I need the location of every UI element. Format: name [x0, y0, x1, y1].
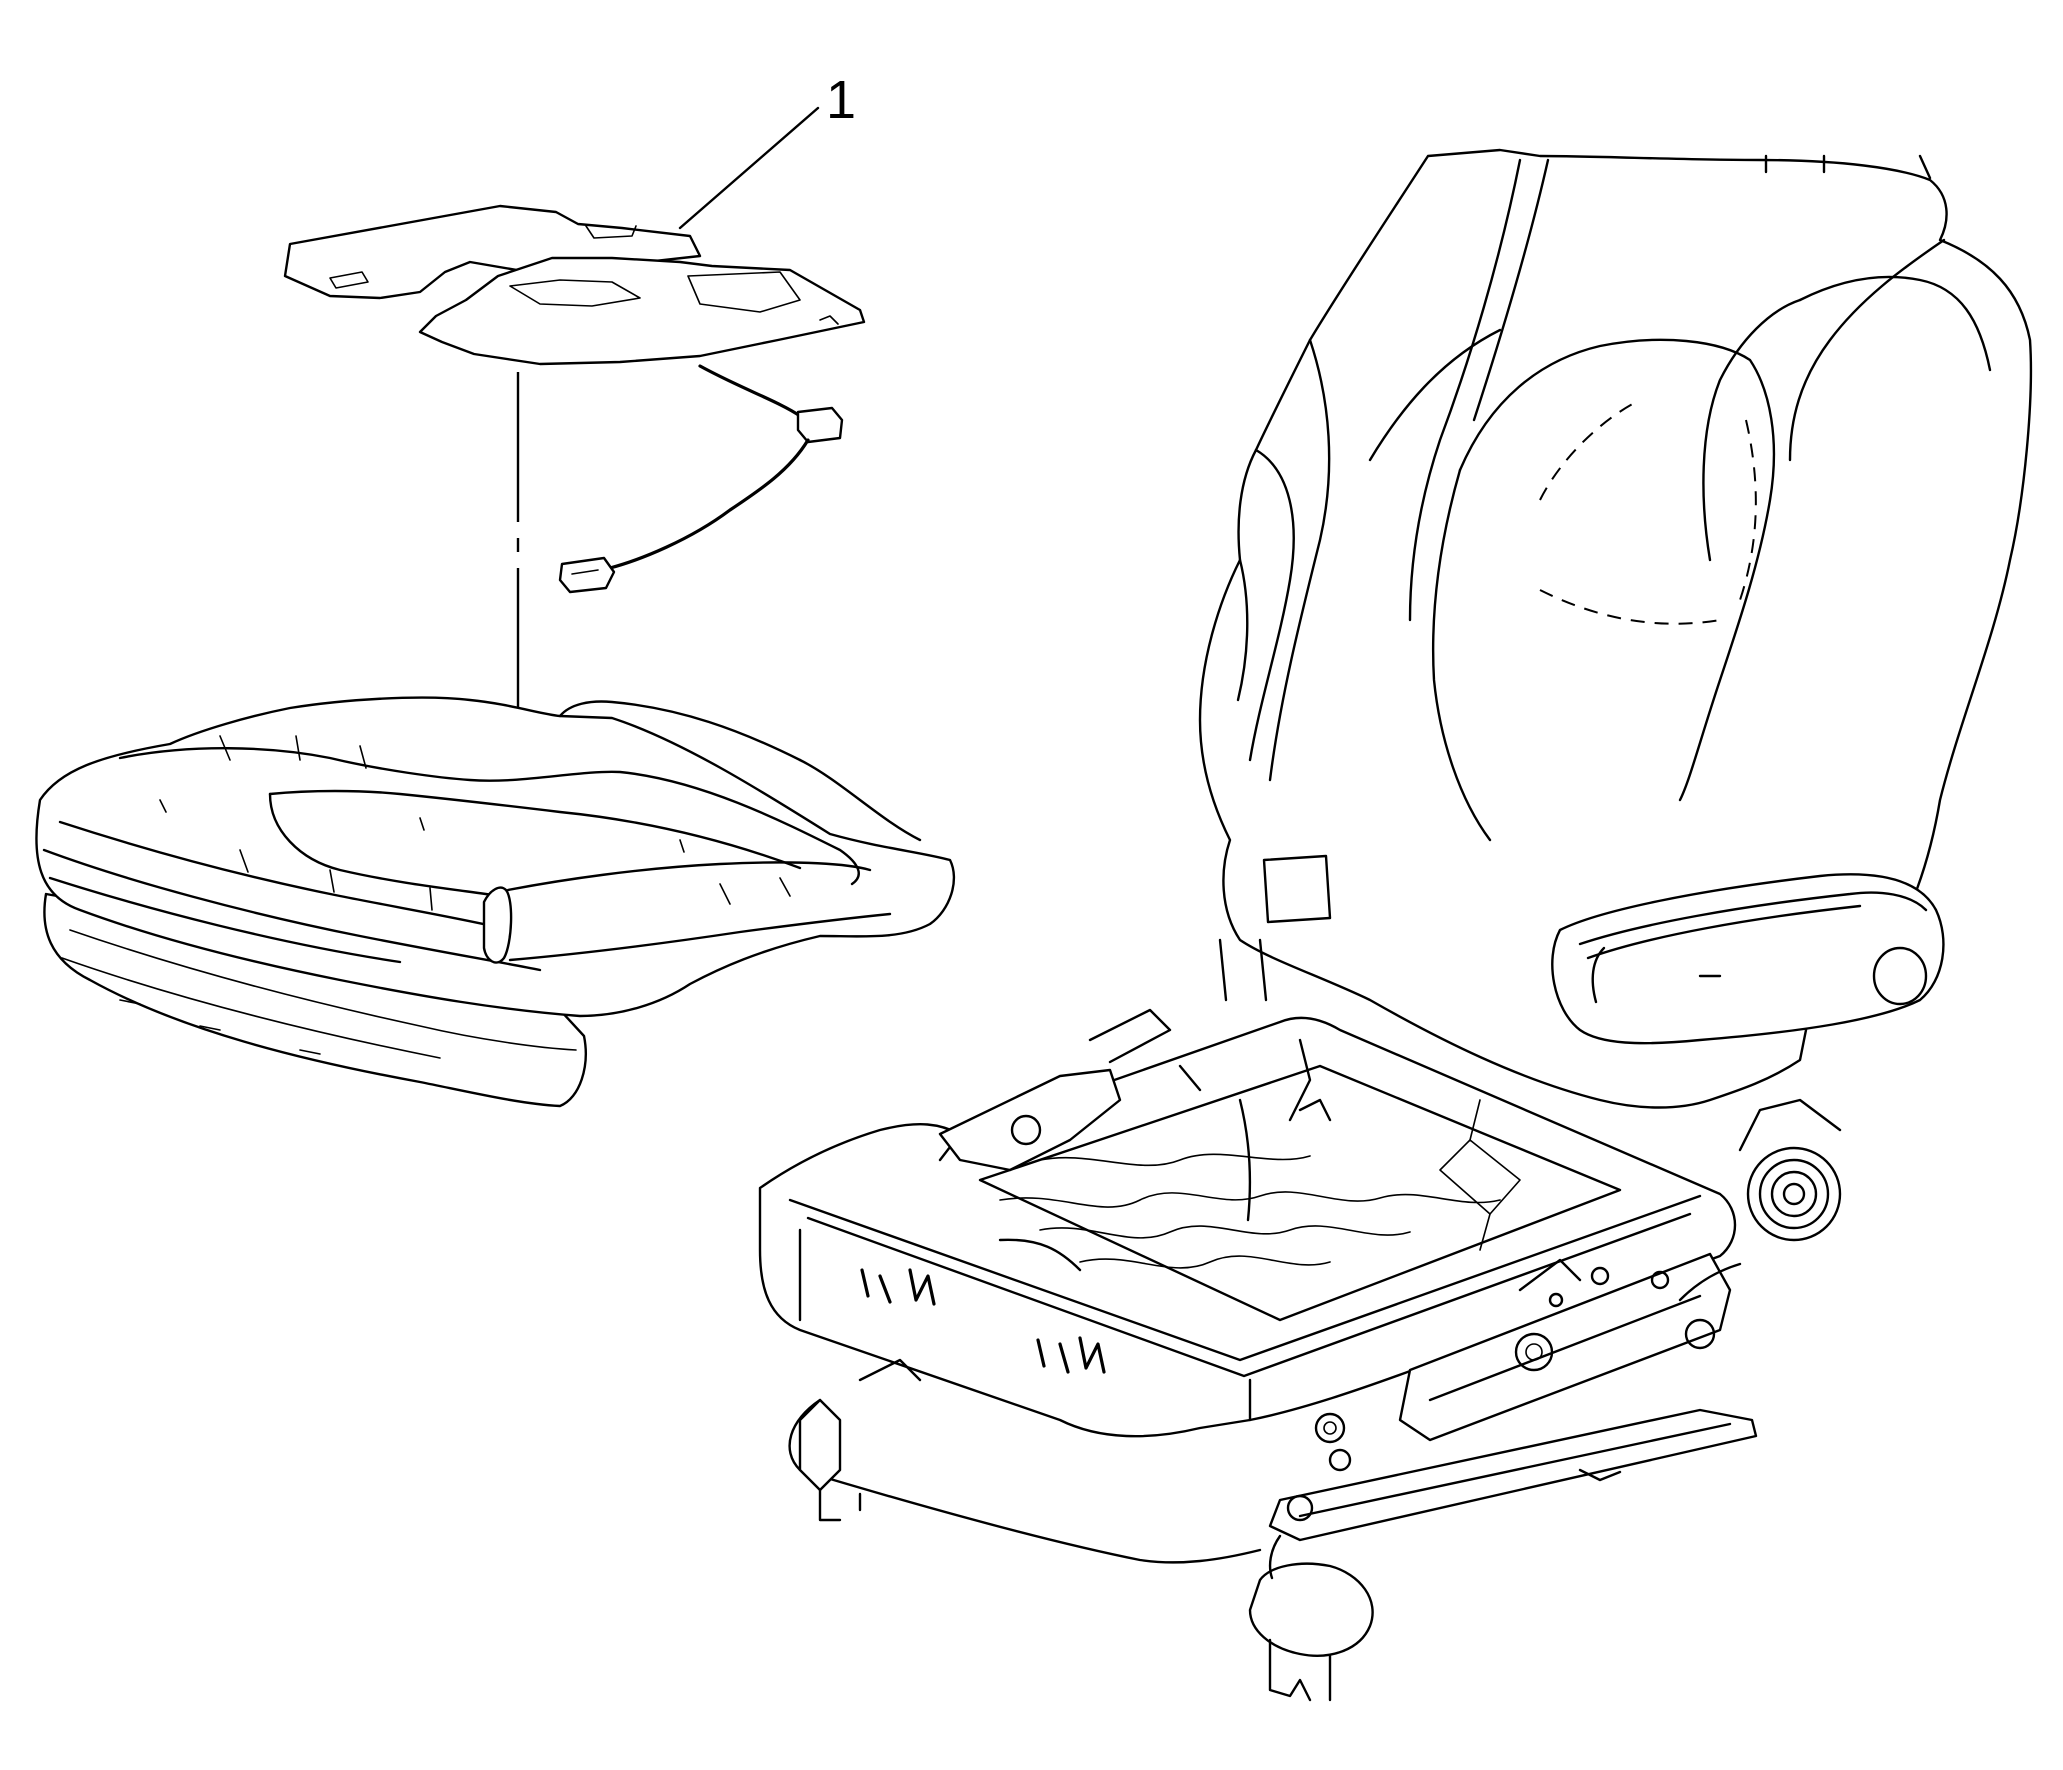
- armrest-pivot-cap: [1872, 946, 1928, 1006]
- seat-cushion: [35, 696, 956, 1108]
- sensor-mat: [283, 204, 866, 594]
- armrest: [1551, 873, 1945, 1045]
- seatback-tag: [1262, 854, 1332, 924]
- harness-connector-upper: [796, 406, 844, 444]
- harness-connector-lower: [558, 556, 616, 594]
- seat-front-foot: [1248, 1562, 1374, 1657]
- seat-slide-track: [1268, 1408, 1758, 1542]
- cushion-front-roll: [482, 886, 513, 964]
- sensor-mat-front-plate: [418, 256, 866, 366]
- recliner-mechanism: [1678, 1098, 1842, 1302]
- seat-side-rail-left: [938, 1068, 1122, 1172]
- seat-assembly: [758, 148, 2033, 1702]
- callout-1-leader: [678, 106, 820, 230]
- callout-1-label: 1: [826, 70, 856, 130]
- callout-1: 1: [678, 70, 856, 230]
